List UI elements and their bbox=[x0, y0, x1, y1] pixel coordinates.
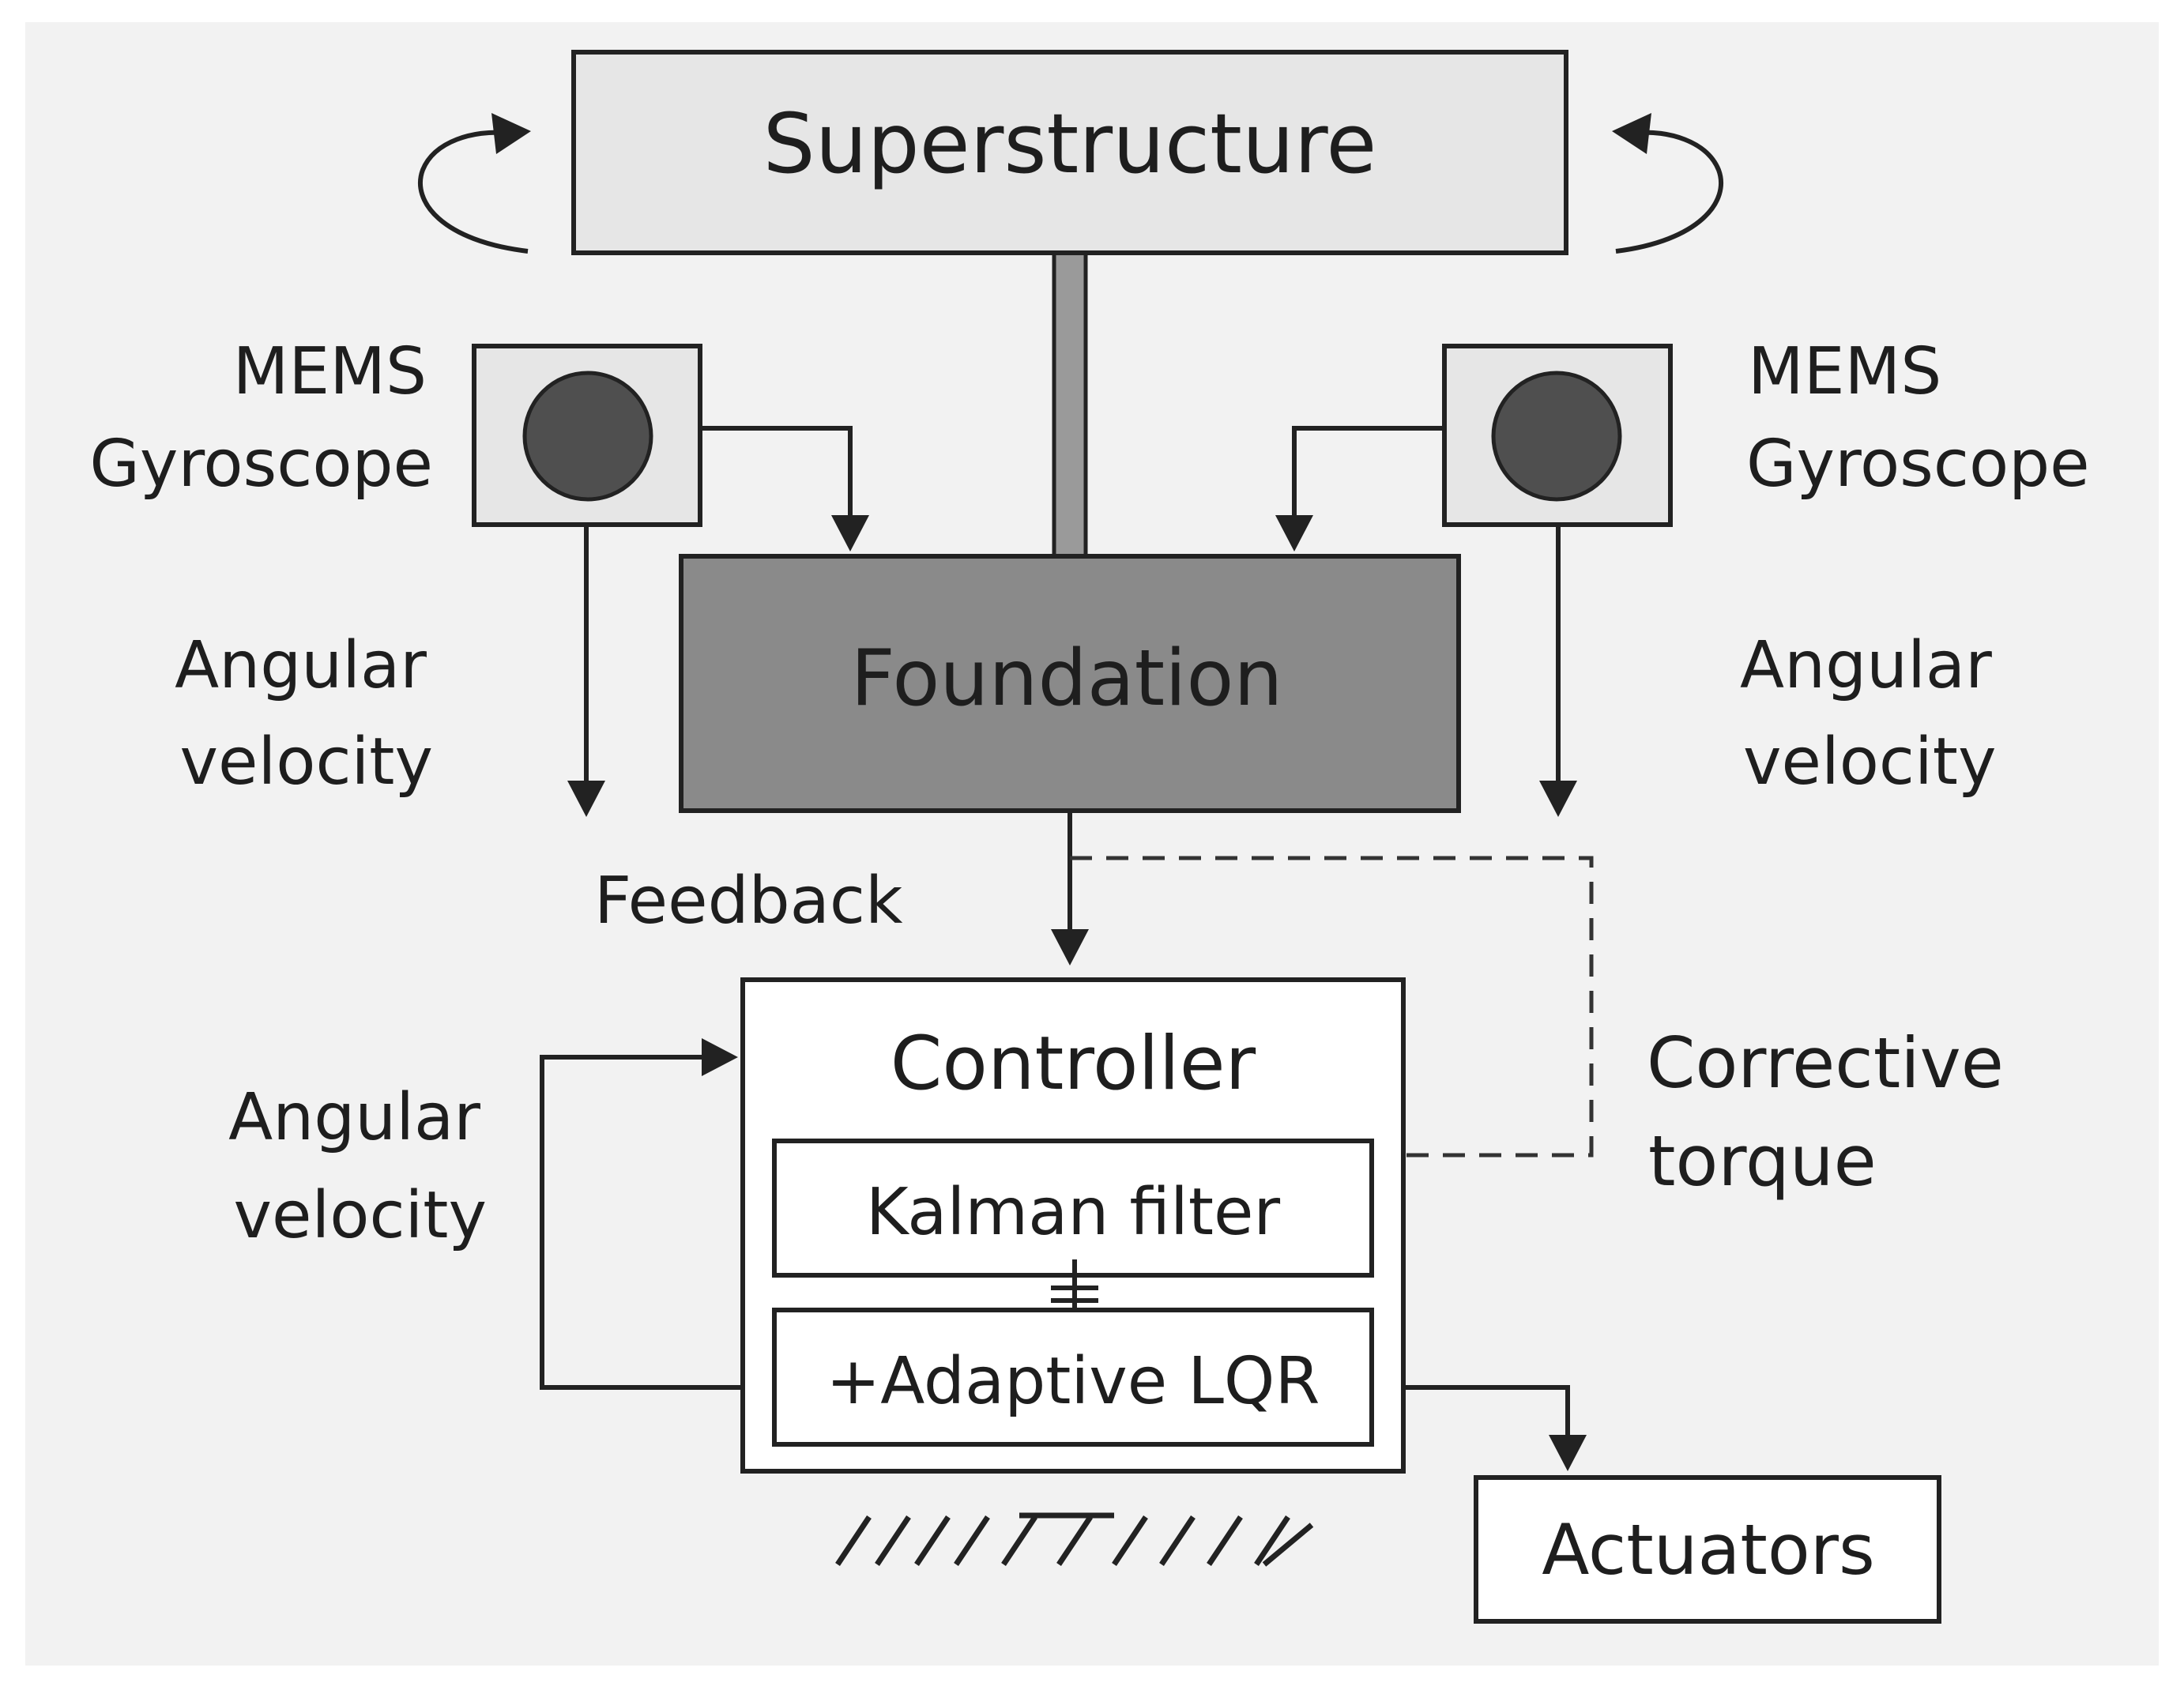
rotation-arrow-icon bbox=[417, 113, 531, 254]
superstructure-label: Superstructure bbox=[763, 96, 1377, 192]
mast bbox=[1052, 247, 1088, 560]
loop-angular-label-line2: velocity bbox=[234, 1178, 487, 1253]
right-gyro-label-line2: Gyroscope bbox=[1746, 427, 2090, 502]
actuators-label: Actuators bbox=[1542, 1509, 1875, 1590]
kalman-filter-label: Kalman filter bbox=[866, 1175, 1281, 1250]
feedback-label: Feedback bbox=[594, 864, 903, 939]
left-gyro-to-foundation-arrow bbox=[700, 426, 869, 551]
right-angular-label-line1: Angular bbox=[1740, 628, 1992, 703]
corrective-label-line2: torque bbox=[1648, 1120, 1877, 1202]
actuators-block bbox=[1474, 1475, 1941, 1624]
left-angular-label-line2: velocity bbox=[180, 725, 433, 800]
controller-label: Controller bbox=[891, 1021, 1256, 1107]
adaptive-lqr-block bbox=[772, 1308, 1374, 1447]
ground-hatch-icon bbox=[835, 1512, 1314, 1567]
controller-to-actuators-arrow bbox=[1403, 1385, 1587, 1471]
left-gyro-label-line1: MEMS bbox=[233, 334, 427, 409]
right-gyro-label-line1: MEMS bbox=[1748, 334, 1941, 409]
angular-velocity-loop-arrow bbox=[540, 1038, 743, 1390]
left-angular-velocity-arrow bbox=[567, 525, 605, 817]
gyroscope-disk-icon bbox=[1491, 371, 1622, 502]
foundation-block bbox=[679, 554, 1461, 813]
corrective-label-line1: Corrective bbox=[1647, 1022, 2004, 1104]
corrective-torque-dashed-path bbox=[1070, 856, 1594, 1158]
right-gyro-to-foundation-arrow bbox=[1275, 426, 1444, 551]
loop-angular-label-line1: Angular bbox=[228, 1080, 480, 1155]
feedback-arrow bbox=[1051, 811, 1089, 966]
left-angular-label-line1: Angular bbox=[175, 628, 427, 703]
rotation-arrow-icon bbox=[1612, 113, 1724, 254]
left-gyro-label-line2: Gyroscope bbox=[89, 427, 433, 502]
superstructure-block bbox=[571, 50, 1568, 255]
adaptive-lqr-label: +Adaptive LQR bbox=[827, 1344, 1320, 1419]
right-angular-velocity-arrow bbox=[1539, 525, 1577, 817]
right-angular-label-line2: velocity bbox=[1743, 725, 1996, 800]
foundation-label: Foundation bbox=[850, 634, 1282, 724]
kalman-filter-block bbox=[772, 1139, 1374, 1278]
gyroscope-disk-icon bbox=[522, 371, 653, 502]
